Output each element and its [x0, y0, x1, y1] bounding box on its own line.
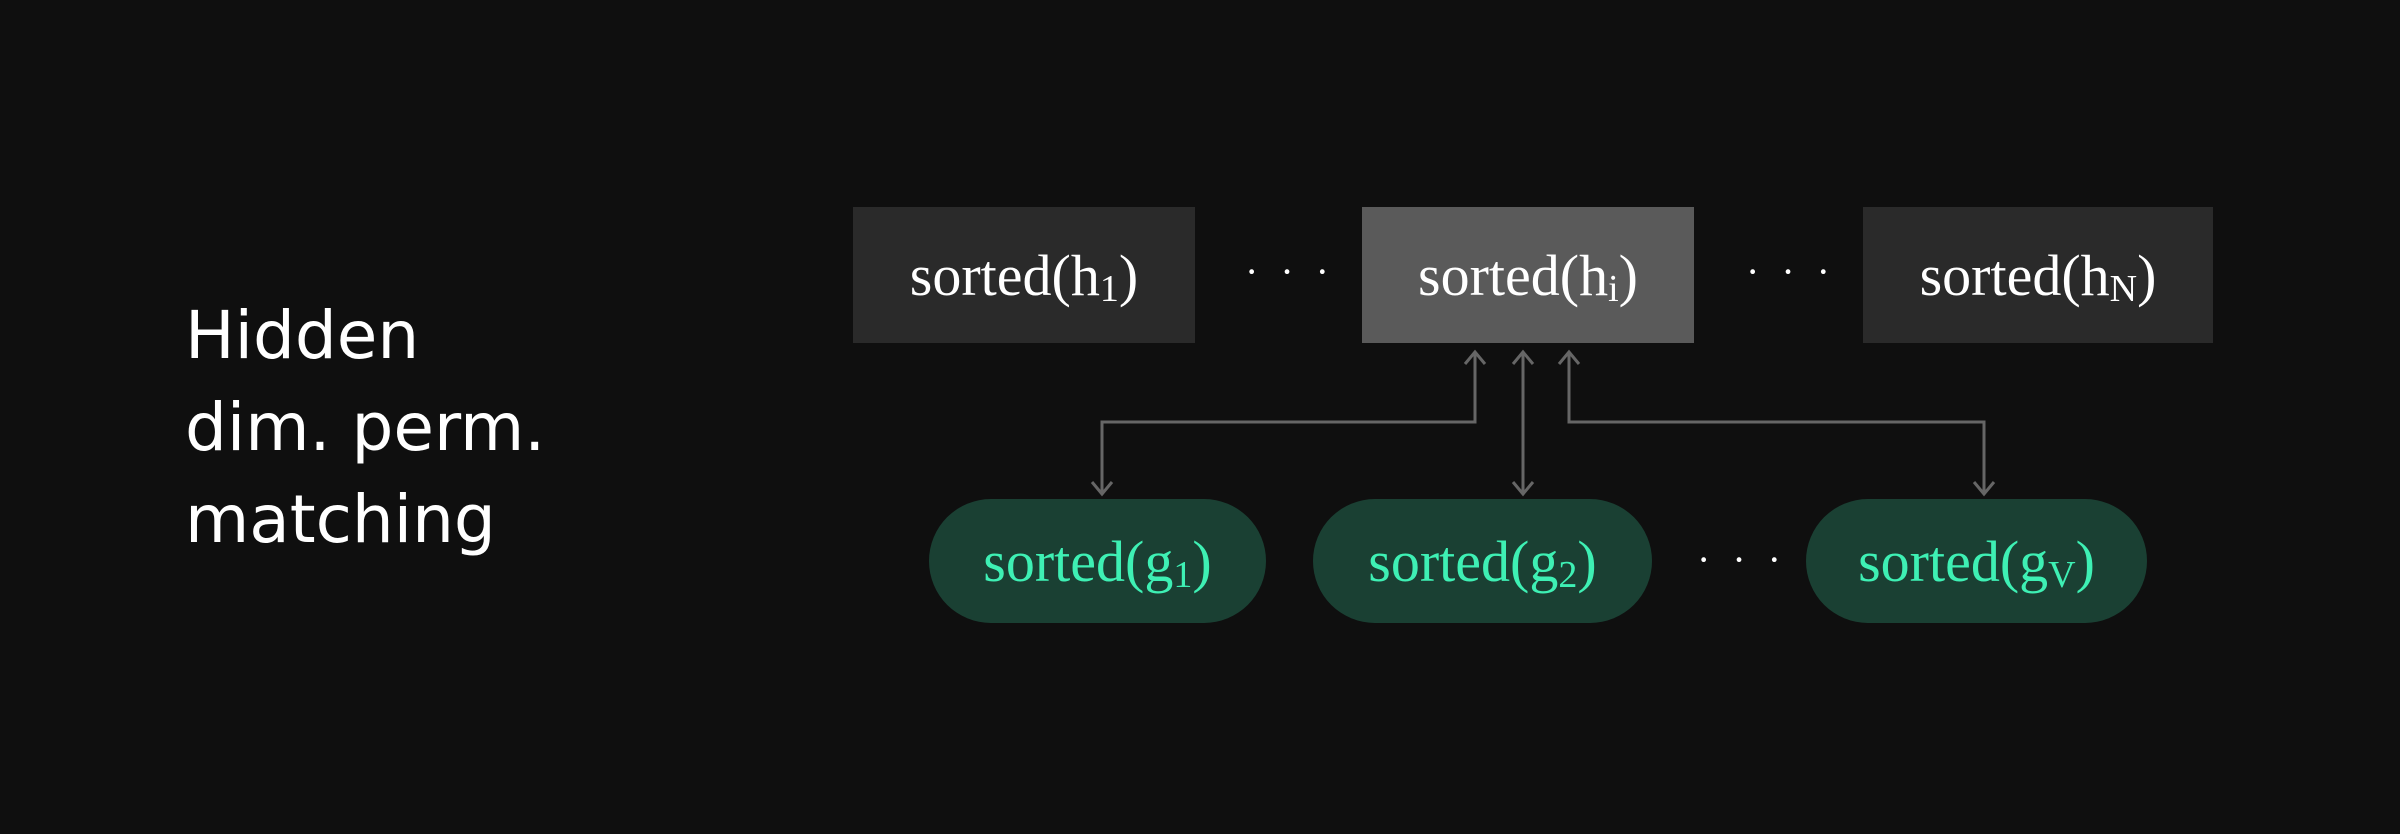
- node-subscript: 1: [1173, 554, 1193, 596]
- label-line: Hidden: [185, 297, 420, 374]
- node-paren: ): [1577, 528, 1597, 594]
- node-label: sorted(g: [1368, 528, 1559, 594]
- node-paren: ): [1618, 242, 1638, 308]
- ellipsis: · · ·: [1697, 537, 1787, 582]
- label-line: matching: [185, 481, 496, 558]
- node-label: sorted(g: [1858, 528, 2049, 594]
- node-label: sorted(h: [909, 242, 1100, 308]
- node-paren: ): [2075, 528, 2095, 594]
- ellipsis: · · ·: [1746, 249, 1836, 294]
- node-subscript: i: [1608, 268, 1619, 310]
- arrow-gv-hi: [1567, 352, 1986, 494]
- node-paren: ): [1192, 528, 1212, 594]
- ellipsis: · · ·: [1245, 249, 1335, 294]
- node-subscript: V: [2048, 554, 2076, 596]
- node-subscript: N: [2109, 268, 2138, 310]
- node-label: sorted(h: [1418, 242, 1609, 308]
- node-paren: ): [1118, 242, 1139, 308]
- row-label: Hidden dim. perm. matching: [185, 290, 545, 566]
- node-paren: ): [2137, 242, 2157, 308]
- node-subscript: 2: [1558, 554, 1578, 596]
- node-subscript: 1: [1099, 268, 1119, 310]
- label-line: dim. perm.: [185, 389, 546, 466]
- arrow-g1-hi: [1100, 352, 1477, 494]
- node-label: sorted(h: [1919, 242, 2110, 308]
- node-label: sorted(g: [983, 528, 1174, 594]
